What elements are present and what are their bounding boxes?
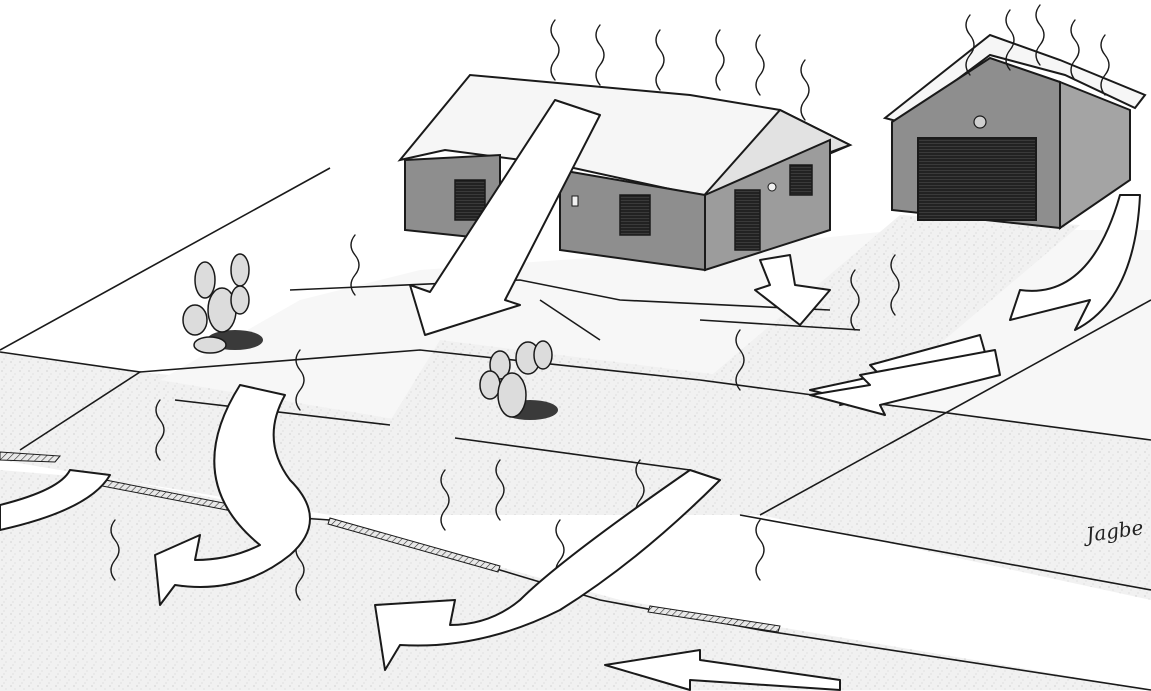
front-door bbox=[735, 190, 760, 250]
cactus-pad bbox=[194, 337, 226, 353]
cactus-pad bbox=[231, 286, 249, 314]
cactus-pad bbox=[534, 341, 552, 369]
cactus-pad bbox=[183, 305, 207, 335]
wall-vent bbox=[768, 183, 776, 191]
garage-vent bbox=[974, 116, 986, 128]
porch-light bbox=[572, 196, 578, 206]
cactus-pad bbox=[195, 262, 215, 298]
window-front bbox=[620, 195, 650, 235]
cactus-pad bbox=[231, 254, 249, 286]
cactus-pad bbox=[480, 371, 500, 399]
cactus-pad bbox=[498, 373, 526, 417]
window-side bbox=[790, 165, 812, 195]
garage-door bbox=[918, 138, 1036, 220]
